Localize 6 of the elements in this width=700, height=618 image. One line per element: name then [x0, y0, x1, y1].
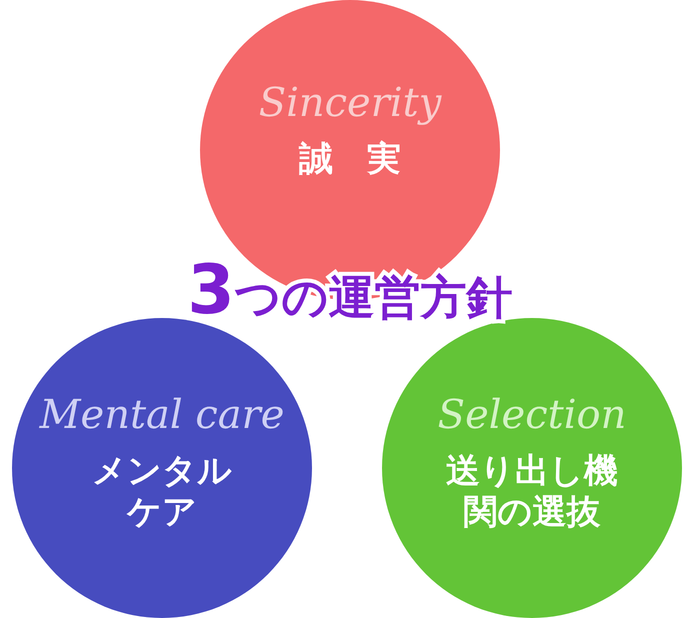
japanese-label: 誠 実 [298, 138, 402, 180]
japanese-label: 送り出し機関の選抜 [445, 451, 619, 533]
english-heading: Mental care [40, 393, 284, 438]
english-heading: Sincerity [258, 80, 442, 125]
japanese-label: メンタルケア [90, 451, 233, 533]
english-heading: Selection [438, 393, 626, 438]
